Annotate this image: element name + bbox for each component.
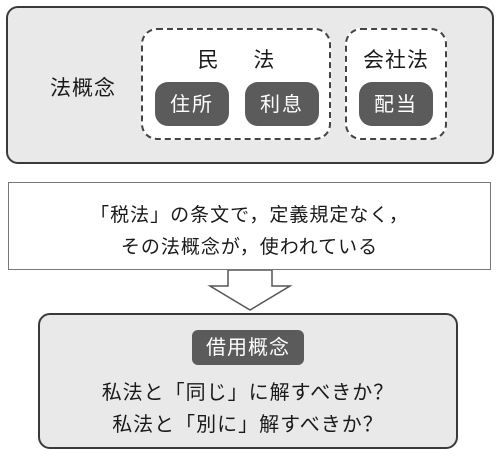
note-line-1: 「税法」の条文で，定義規定なく， xyxy=(90,204,409,226)
question-different: 私法と「別に」解すべきか？ xyxy=(112,412,384,436)
tax-law-note-box xyxy=(8,182,491,270)
concept-pill-interest: 利息 xyxy=(245,82,319,126)
borrowed-concept-tag: 借用概念 xyxy=(192,330,304,365)
question-same: 私法と「同じ」に解すべきか？ xyxy=(101,380,395,404)
legal-concept-label: 法概念 xyxy=(50,76,116,100)
civil-law-title: 民 法 xyxy=(197,48,289,72)
note-line-2: その法概念が，使われている xyxy=(120,236,379,258)
down-arrow-icon xyxy=(207,270,293,311)
corporate-law-title: 会社法 xyxy=(363,48,429,72)
concept-pill-dividend: 配当 xyxy=(359,82,433,126)
concept-pill-address: 住所 xyxy=(155,82,229,126)
